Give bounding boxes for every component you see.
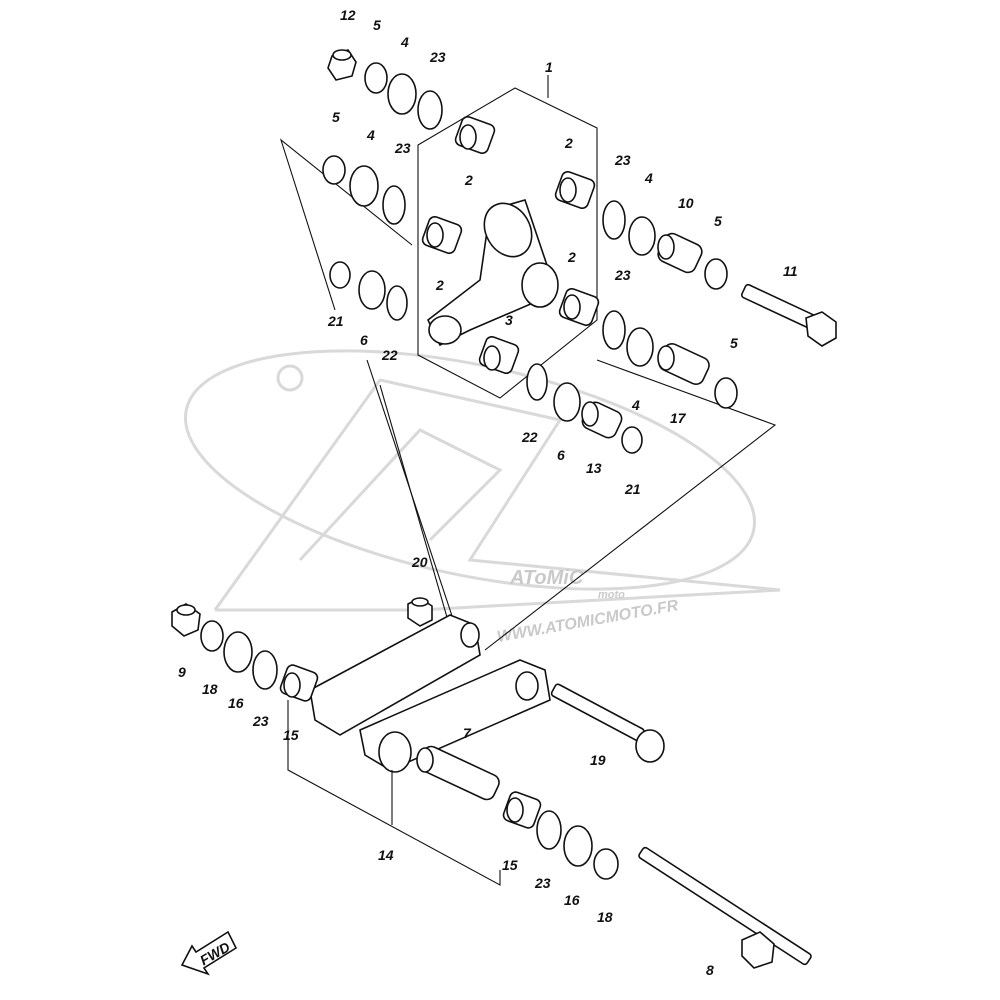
label-21: 21: [327, 313, 344, 329]
label-4: 4: [631, 397, 640, 413]
leader-to-link-2: [379, 384, 456, 646]
seal-6-left: [358, 270, 386, 310]
collar-10: [657, 232, 703, 274]
seal-4-top: [387, 73, 417, 115]
collar-21-center: [621, 426, 643, 454]
label-9: 9: [178, 664, 186, 680]
label-4: 4: [400, 34, 409, 50]
needle-bearing-2-top: [454, 115, 496, 155]
label-15: 15: [502, 857, 518, 873]
washer-23-link-left: [252, 650, 278, 690]
needle-bearing-2-right: [554, 170, 596, 210]
label-18: 18: [597, 909, 613, 925]
label-14: 14: [378, 847, 394, 863]
watermark-brand: AToMiC: [509, 567, 584, 589]
label-5: 5: [373, 17, 381, 33]
shaft-17: [657, 343, 710, 385]
washer-23-link-right: [536, 810, 562, 850]
label-18: 18: [202, 681, 218, 697]
label-5: 5: [730, 335, 738, 351]
label-2: 2: [435, 277, 444, 293]
washer-22-left: [386, 285, 408, 321]
seal-4-right-lower: [626, 327, 654, 367]
collar-13: [581, 401, 623, 439]
label-21: 21: [624, 481, 641, 497]
label-23: 23: [614, 267, 631, 283]
needle-bearing-2-left: [421, 215, 463, 255]
label-16: 16: [564, 892, 580, 908]
seal-16-right: [563, 825, 593, 867]
needle-bearing-3: [478, 335, 520, 375]
spacer-5-left: [322, 155, 346, 185]
nut-9: [171, 603, 201, 637]
label-23: 23: [534, 875, 551, 891]
label-8: 8: [706, 962, 714, 978]
label-19: 19: [590, 752, 606, 768]
label-2: 2: [464, 172, 473, 188]
label-22: 22: [381, 347, 398, 363]
rocker-group-outline: [417, 87, 598, 399]
seal-4-right-upper: [628, 216, 656, 256]
label-16: 16: [228, 695, 244, 711]
bolt-11: [740, 283, 837, 347]
label-23: 23: [394, 140, 411, 156]
label-2: 2: [564, 135, 573, 151]
needle-bearing-2-lower: [558, 287, 600, 327]
label-7: 7: [463, 725, 472, 741]
label-6: 6: [360, 332, 368, 348]
label-1: 1: [545, 59, 553, 75]
washer-23-right-upper: [602, 200, 626, 240]
spacer-5-right-upper: [704, 258, 728, 290]
bolt-19: [550, 683, 665, 763]
label-11: 11: [783, 263, 798, 279]
spacer-18-left: [200, 620, 224, 652]
cushion-rod-14: [309, 614, 551, 773]
rocker-arm: [426, 199, 559, 347]
part-labels: 12 5 4 23 1 5 4 23 2 2 2 2 3 21 6 22 23 …: [178, 7, 798, 978]
label-5: 5: [332, 109, 340, 125]
collar-21-left: [329, 261, 351, 289]
label-17: 17: [670, 410, 687, 426]
label-10: 10: [678, 195, 694, 211]
washer-23-top: [417, 90, 443, 130]
nut-20: [407, 597, 433, 627]
bearing-15-left: [279, 664, 319, 702]
left-bracket-upper: [279, 138, 413, 311]
bracket-14: [287, 700, 501, 886]
label-13: 13: [586, 460, 602, 476]
washer-22-center: [526, 363, 548, 401]
label-3: 3: [505, 312, 513, 328]
nut-12: [327, 49, 357, 81]
label-23: 23: [429, 49, 446, 65]
seal-6-center: [553, 382, 581, 422]
label-23: 23: [614, 152, 631, 168]
bolt-8: [638, 846, 812, 969]
label-23: 23: [252, 713, 269, 729]
label-2: 2: [567, 249, 576, 265]
label-6: 6: [557, 447, 565, 463]
washer-23-left: [382, 185, 406, 225]
right-bracket-lower: [484, 359, 777, 651]
washer-23-right-lower: [602, 310, 626, 350]
label-15: 15: [283, 727, 299, 743]
seal-16-left: [223, 631, 253, 673]
label-20: 20: [411, 554, 428, 570]
label-4: 4: [366, 127, 375, 143]
spacer-5-right-lower: [714, 377, 738, 409]
label-12: 12: [340, 7, 356, 23]
label-22: 22: [521, 429, 538, 445]
spacer-18-right: [593, 848, 619, 880]
seal-4-left: [349, 165, 379, 207]
label-5: 5: [714, 213, 722, 229]
fwd-arrow-icon: FWD: [180, 930, 238, 976]
bearing-15-right: [502, 791, 542, 829]
shaft-7: [416, 745, 500, 801]
watermark-sub: moto: [598, 589, 625, 601]
spacer-5-top: [364, 62, 388, 94]
label-4: 4: [644, 170, 653, 186]
